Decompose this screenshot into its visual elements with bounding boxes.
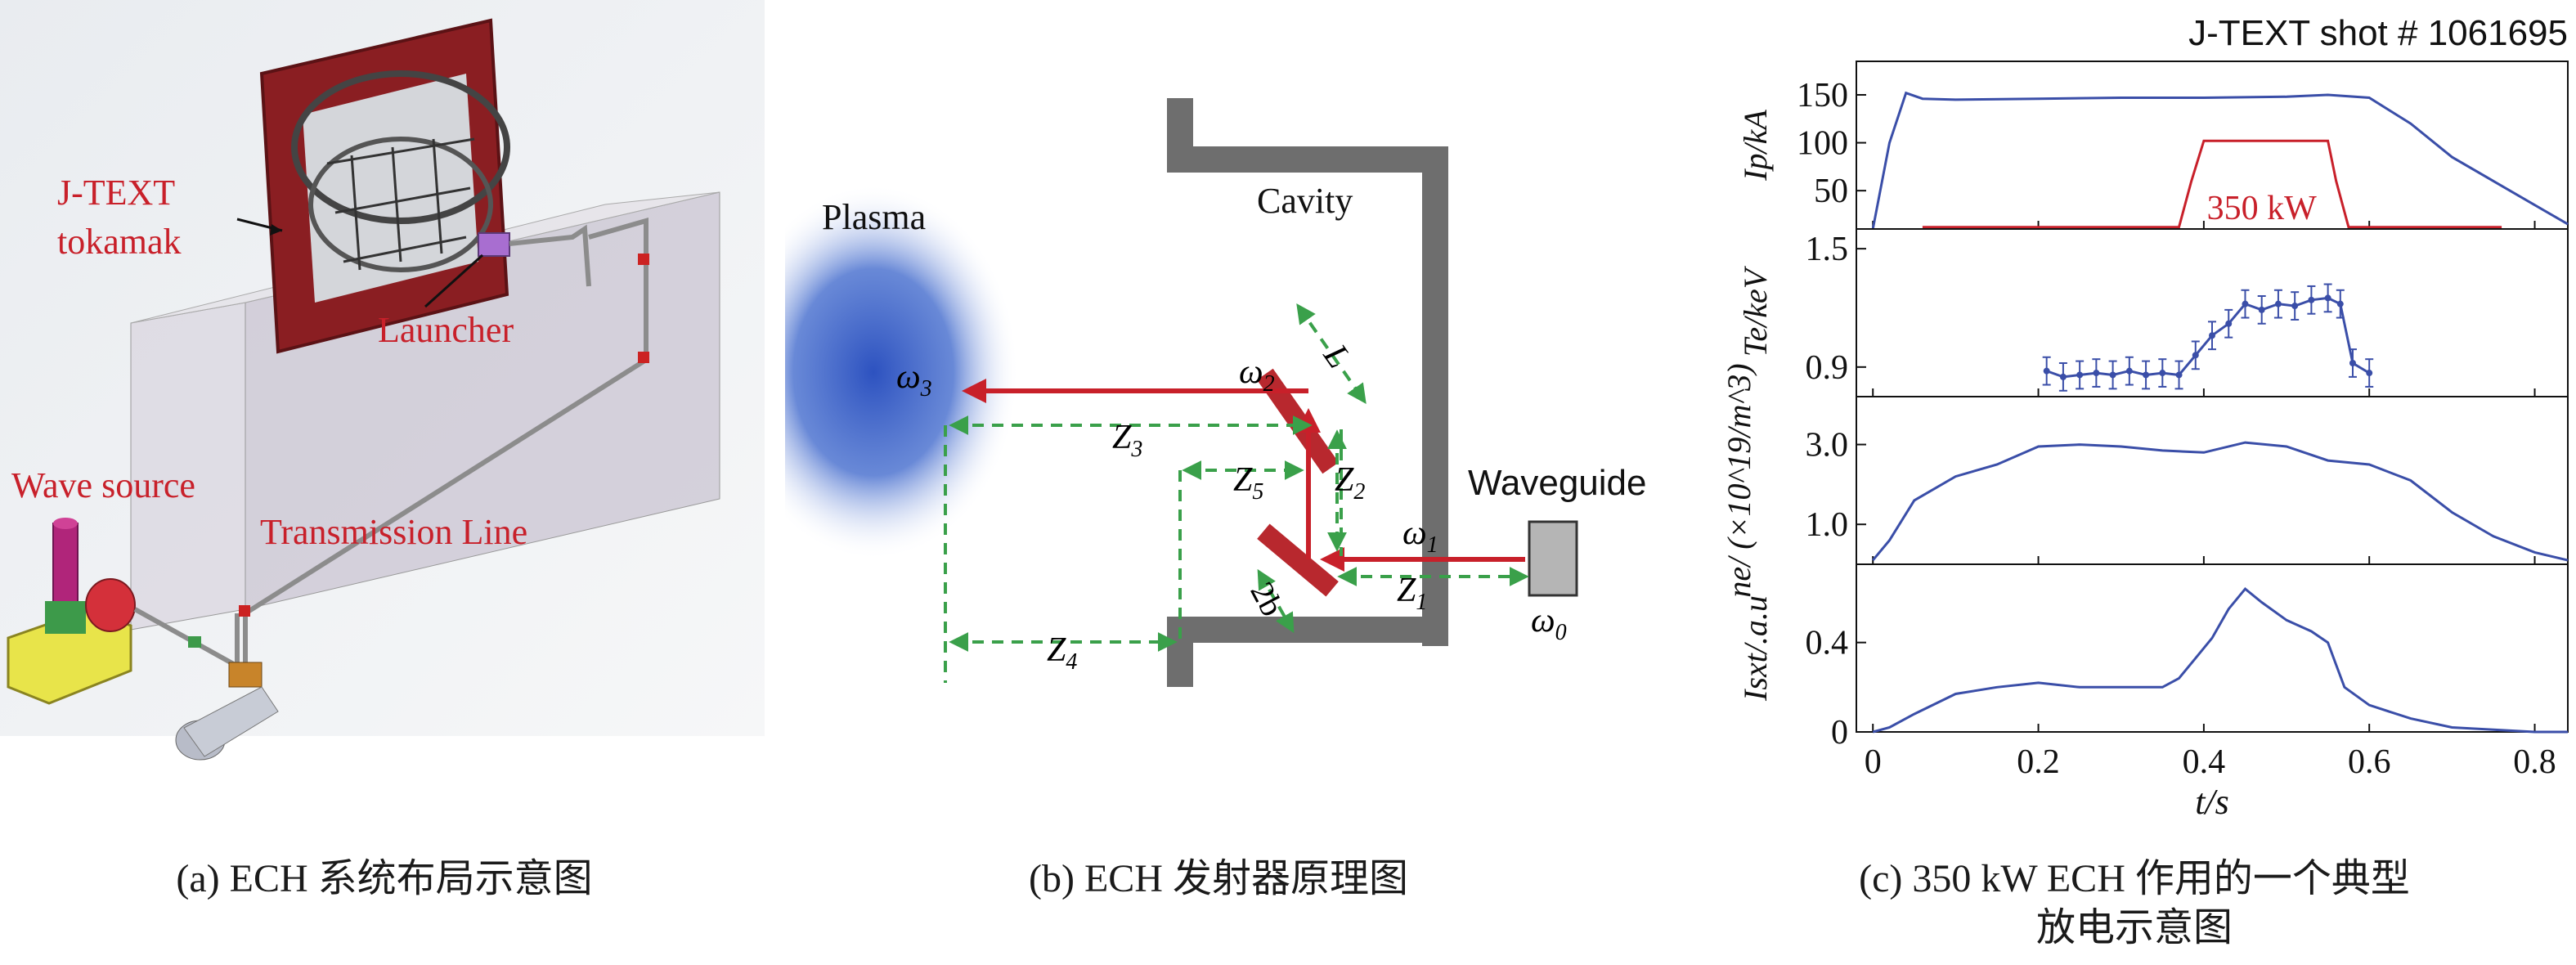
source-magnet [85,578,136,632]
tokamak-opening [303,74,478,303]
caption-a: (a) ECH 系统布局示意图 [176,857,593,900]
dummy-load-joint [228,662,263,688]
series-line-3-0 [1872,586,2568,734]
subplot-frame-2 [1856,396,2569,565]
series-line-2-0 [1872,441,2569,562]
tokamak-leader-arrowhead [270,224,282,236]
ytick-label-2-1: 3.0 [1806,427,1849,465]
bend-marker-1 [638,254,649,265]
label-z5: Z5 [1233,461,1263,505]
data-point-9 [2192,352,2199,359]
data-point-3 [2093,370,2100,377]
ytick-label-0-0: 50 [1814,173,1848,210]
gyrotron-top [53,518,78,529]
tokamak-coil-mid [308,137,493,272]
label-z2: Z2 [1335,461,1365,505]
ech-launcher-principle-diagram: Plasma Cavity Waveguide ω3 ω2 ω1 ω0 [728,98,1647,687]
launcher-block [478,232,510,257]
xtick-label-2: 0.4 [2183,743,2226,781]
label-omega0: ω0 [1531,602,1567,645]
label-wave-source: Wave source [11,465,195,505]
tokamak-truss [326,137,475,271]
label-z1: Z1 [1397,572,1427,615]
series-line-0-0 [1871,91,2569,230]
subplot-frame-3 [1856,563,2569,733]
waveguide-block [1528,520,1578,597]
data-point-12 [2242,300,2249,307]
ech-system-layout-illustration: J-TEXT tokamak Launcher Wave source Tran… [0,0,765,761]
ytick-label-2-0: 1.0 [1806,506,1849,544]
data-point-19 [2349,360,2356,366]
ylabel-1: Te/keV [1737,265,1774,357]
cavity-wall-lower [1167,617,1435,687]
data-point-20 [2366,370,2373,377]
label-omega1: ω1 [1402,514,1438,558]
data-point-10 [2209,332,2215,339]
cavity-wall-upper [1167,98,1448,646]
data-point-4 [2109,371,2116,379]
data-point-13 [2258,306,2265,313]
ytick-label-0-2: 150 [1797,77,1848,114]
ylabel-2: ne/ (×10^19/m^3) [1721,363,1757,597]
data-point-16 [2308,296,2315,303]
xtick-label-3: 0.6 [2348,743,2391,781]
dim-2b [1257,568,1295,634]
panel-b: Plasma Cavity Waveguide ω3 ω2 ω1 ω0 [728,0,1685,961]
bend-marker-2 [638,352,649,363]
tokamak-coil-top [291,70,510,224]
ytick-label-0-1: 100 [1797,125,1848,163]
subplot-frame-1 [1856,228,2569,397]
data-point-0 [2043,367,2050,375]
data-point-6 [2143,371,2150,379]
ytick-label-1-0: 0.9 [1806,349,1849,387]
ylabel-3: Isxt/.a.u [1737,595,1774,702]
data-point-7 [2159,370,2166,377]
ylabel-0: Ip/kA [1737,110,1774,182]
label-cavity: Cavity [1257,181,1353,221]
xtick-label-4: 0.8 [2513,743,2556,781]
label-z3: Z3 [1112,419,1142,462]
data-point-2 [2076,371,2084,379]
ytick-label-3-0: 0 [1831,714,1848,752]
data-point-15 [2291,303,2299,310]
series-line-0-1 [1922,139,2502,229]
data-point-8 [2175,371,2183,379]
ytick-label-3-1: 0.4 [1806,625,1849,662]
launcher-leader-line [424,254,484,308]
data-point-5 [2125,367,2133,375]
xlabel: t/s [2195,782,2229,822]
label-omega2: ω2 [1239,353,1275,397]
data-point-1 [2059,373,2067,380]
mirror-lower [1257,523,1339,597]
dummy-load-cylinder [183,686,279,757]
label-launcher: Launcher [378,310,514,350]
source-collar [45,601,86,634]
label-tokamak-line1: J-TEXT [57,173,175,213]
xtick-label-0: 0 [1865,743,1882,781]
label-z4: Z4 [1047,631,1077,675]
series-line-1-0 [2046,296,2370,379]
bend-marker-3 [239,605,250,617]
caption-c-line2: 放电示意图 [2035,906,2233,949]
data-point-17 [2324,294,2331,302]
ytick-label-1-1: 1.5 [1806,231,1849,268]
label-omega3: ω3 [896,358,932,402]
data-point-18 [2336,300,2344,307]
label-tokamak-line2: tokamak [57,222,182,262]
label-transmission-line: Transmission Line [260,512,527,552]
data-point-11 [2225,320,2233,327]
label-waveguide: Waveguide [1468,463,1647,503]
annotation-350kw: 350 kW [2207,190,2318,227]
label-plasma: Plasma [822,197,926,237]
data-point-14 [2274,300,2282,307]
pipe-joint-green [188,636,201,648]
panel-a: J-TEXT tokamak Launcher Wave source Tran… [0,0,769,961]
caption-b: (b) ECH 发射器原理图 [1029,857,1408,900]
chart-title: J-TEXT shot # 1061695 [2188,13,2568,53]
caption-c-line1: (c) 350 kW ECH 作用的一个典型 [1859,857,2410,900]
xtick-label-1: 0.2 [2017,743,2060,781]
